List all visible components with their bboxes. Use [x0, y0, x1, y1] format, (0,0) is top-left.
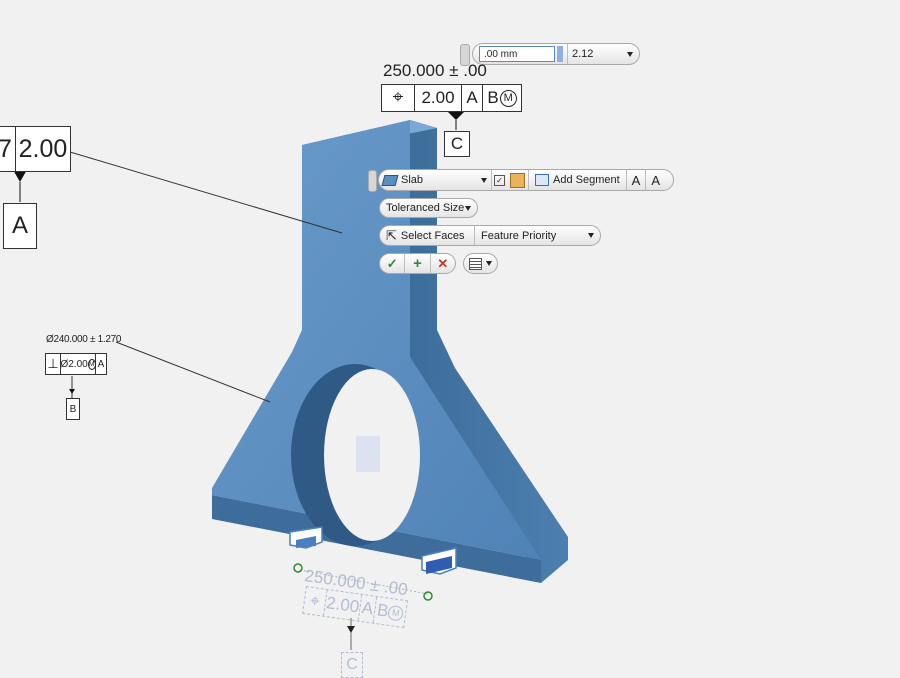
datum-c-triangle: [446, 110, 466, 120]
fcf-datum-2-cell: B M: [483, 85, 521, 111]
fcf-datum-1: A: [462, 85, 483, 111]
small-fcf-tolerance: Ø2.00: [60, 358, 88, 370]
select-faces-row: ⇱ Select Faces Feature Priority: [379, 225, 601, 246]
datum-b-label: B: [69, 403, 77, 415]
perpendicularity-icon: ⊥: [46, 354, 61, 374]
datum-a-label: A: [11, 212, 28, 239]
left-fcf-symbol: 7: [0, 127, 16, 171]
apply-plus-icon[interactable]: +: [413, 255, 422, 272]
ghost-endpoint-left[interactable]: [293, 563, 303, 573]
chevron-down-icon: [627, 51, 633, 57]
fcf-datum-2: B: [487, 88, 499, 107]
input-caret-marker: [557, 46, 563, 62]
ghost-datum-triangle: [347, 626, 355, 633]
main-dimension-text[interactable]: 250.000 ± .00: [383, 61, 487, 80]
ghost-endpoint-right[interactable]: [423, 591, 433, 601]
small-fcf-datum: A: [97, 358, 105, 370]
selection-handle-right-fill: [426, 556, 452, 574]
datum-a-box[interactable]: A: [3, 203, 37, 249]
priority-label: Feature Priority: [481, 229, 557, 242]
position-symbol-icon: ⌖: [382, 85, 415, 111]
ghost-datum-c-box: C: [341, 652, 363, 678]
ghost-fcf-tolerance: 2.00: [324, 590, 363, 621]
selection-handle-left-fill: [296, 536, 316, 548]
leader-line-small: [115, 341, 271, 403]
chevron-down-icon: [465, 205, 471, 211]
mmc-modifier-icon: M: [499, 89, 517, 107]
datum-b-triangle: [69, 389, 75, 394]
datum-c-label: C: [450, 134, 464, 153]
text-format-icon[interactable]: A: [651, 172, 660, 188]
small-fcf-tolerance-cell: Ø2.00 M: [60, 354, 96, 374]
select-faces-button[interactable]: ⇱ Select Faces: [386, 228, 474, 244]
slab-icon: [381, 174, 399, 186]
list-options-icon: [469, 257, 482, 270]
small-mmc-modifier-icon: M: [87, 358, 96, 370]
feature-toolbar-row: Slab ✓ Add Segment A A: [378, 169, 674, 191]
checkbox-icon[interactable]: ✓: [494, 174, 505, 186]
leader-line-left: [69, 151, 343, 234]
add-segment-button[interactable]: Add Segment: [529, 174, 626, 186]
datum-c-box[interactable]: C: [444, 131, 470, 157]
precision-value: 2.12: [572, 48, 594, 60]
fcf-tolerance: 2.00: [415, 85, 462, 111]
precision-dropdown[interactable]: 2.12: [572, 48, 633, 60]
left-feature-control-frame[interactable]: 7 2.00: [0, 126, 71, 172]
chevron-down-icon: [486, 261, 492, 266]
text-style-icon[interactable]: A: [631, 172, 641, 188]
select-faces-label: Select Faces: [400, 229, 465, 242]
ghost-mmc-modifier-icon: M: [387, 604, 405, 622]
hole-face-marker: [356, 436, 380, 472]
input-bar-grip[interactable]: [460, 44, 470, 66]
chevron-down-icon: [481, 177, 487, 183]
main-feature-control-frame[interactable]: ⌖ 2.00 A B M: [381, 84, 522, 112]
feature-type-dropdown[interactable]: Slab: [381, 174, 491, 186]
options-menu-button[interactable]: [463, 253, 498, 274]
ghost-fcf-datum-2-cell: B M: [374, 597, 407, 627]
priority-dropdown[interactable]: Feature Priority: [481, 230, 594, 242]
ghost-dimension-line: [299, 569, 429, 595]
feature-type-label: Slab: [401, 174, 424, 186]
cursor-arrow-icon: ⇱: [386, 227, 397, 243]
small-feature-control-frame[interactable]: ⊥ Ø2.00 M A: [45, 353, 107, 375]
add-segment-icon: [535, 174, 549, 186]
action-buttons-group: ✓ + ✕: [379, 253, 456, 274]
toleranced-size-label: Toleranced Size: [386, 202, 465, 214]
small-dimension-text[interactable]: Ø240.000 ± 1.270: [46, 334, 122, 345]
cancel-x-icon[interactable]: ✕: [437, 255, 449, 271]
datum-b-box[interactable]: B: [66, 398, 80, 420]
tolerance-input[interactable]: .00 mm: [479, 46, 555, 62]
properties-icon[interactable]: [510, 172, 525, 188]
chevron-down-icon: [588, 233, 594, 238]
add-segment-label: Add Segment: [553, 174, 620, 186]
ghost-datum-label: C: [346, 656, 358, 673]
toleranced-size-dropdown[interactable]: Toleranced Size: [379, 198, 478, 218]
toolbar-grip[interactable]: [368, 170, 377, 192]
input-bar: .00 mm 2.12: [472, 43, 640, 65]
ok-check-icon[interactable]: ✓: [386, 255, 398, 271]
left-fcf-tolerance: 2.00: [18, 134, 68, 163]
